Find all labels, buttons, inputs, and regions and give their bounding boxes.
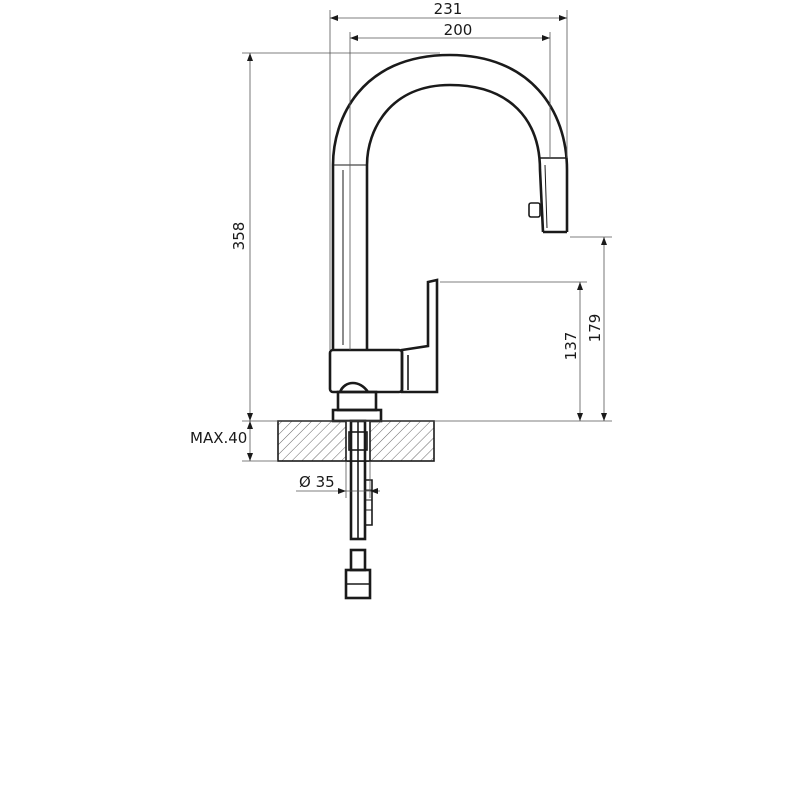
lever-handle — [400, 278, 439, 394]
dimension-179-label: 179 — [586, 314, 604, 343]
dimension-137-label: 137 — [562, 332, 580, 361]
base-ring — [331, 390, 383, 423]
dimension-231: 231 — [329, 0, 568, 350]
dimension-358-label: 358 — [230, 222, 248, 251]
faucet-body — [328, 348, 404, 394]
dimension-231-label: 231 — [434, 0, 463, 18]
spray-head — [528, 157, 567, 234]
dimension-179: 179 — [440, 236, 612, 422]
dimension-200: 200 — [349, 21, 551, 350]
dimension-max40-label: MAX.40 — [190, 429, 247, 447]
dimension-max40: MAX.40 — [190, 421, 278, 462]
dimension-358: 358 — [230, 52, 440, 422]
dimension-200-label: 200 — [444, 21, 473, 39]
countertop-section — [277, 420, 435, 462]
spout-tube — [331, 53, 569, 350]
dimension-137: 137 — [440, 281, 587, 421]
dimension-diameter-35-label: Ø 35 — [299, 473, 335, 491]
dimension-diameter-35: Ø 35 — [296, 461, 380, 498]
hose-connector — [344, 548, 372, 600]
